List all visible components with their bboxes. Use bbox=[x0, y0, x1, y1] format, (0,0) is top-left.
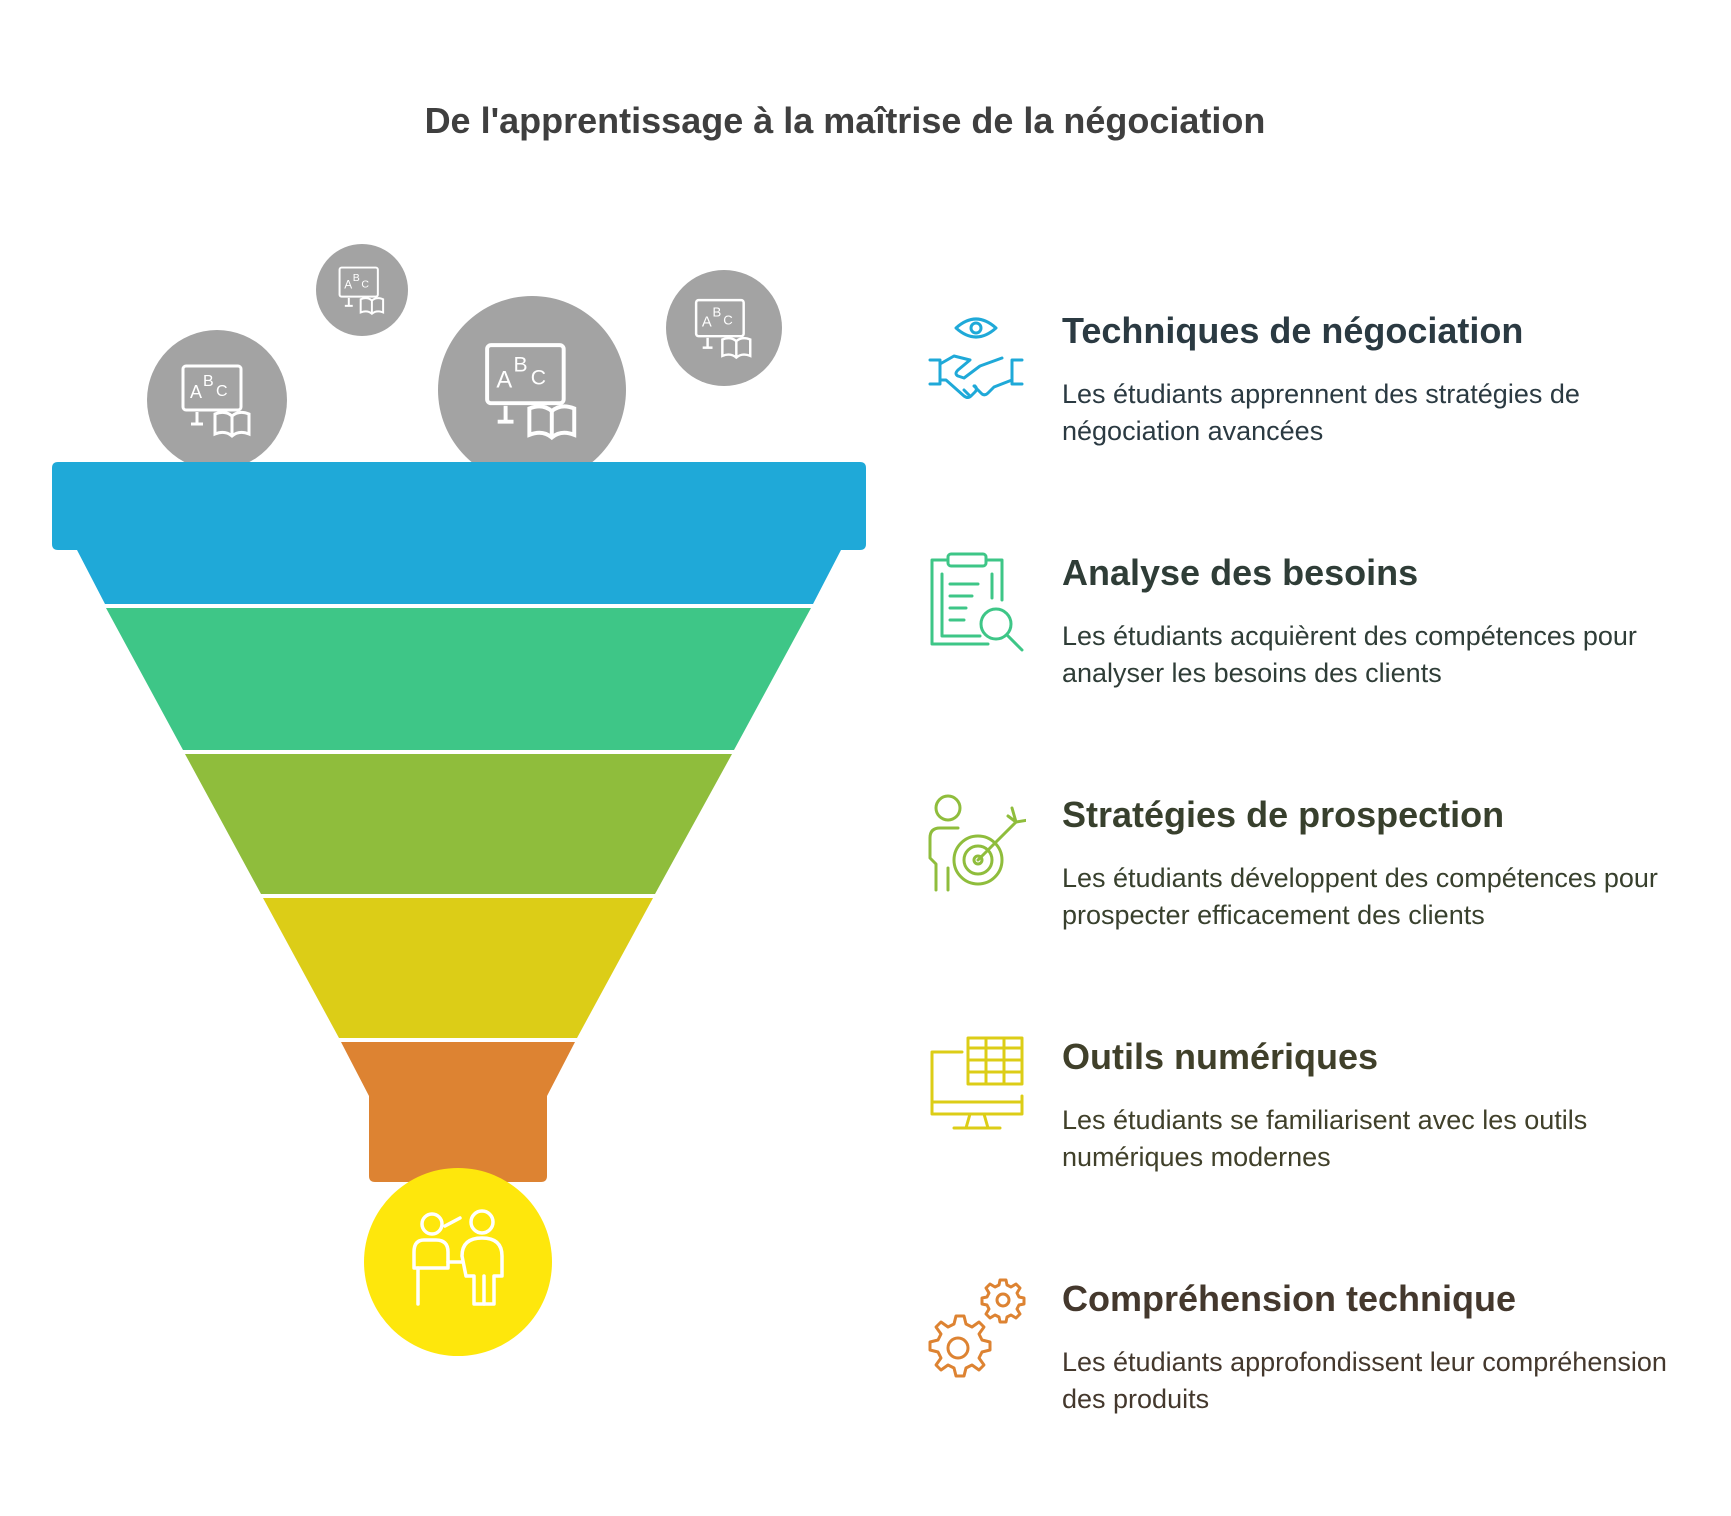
abc-bubble-1: A B C bbox=[147, 330, 287, 470]
svg-text:A: A bbox=[344, 278, 352, 292]
funnel-layer-4 bbox=[263, 898, 653, 1038]
bubble-circle bbox=[666, 270, 782, 386]
step-title: Stratégies de prospection bbox=[1062, 794, 1505, 835]
funnel-graphic: A B C A B C A B C bbox=[52, 244, 866, 1356]
step-description: Les étudiants approfondissent leur compr… bbox=[1062, 1347, 1667, 1414]
svg-text:B: B bbox=[514, 354, 528, 377]
step-title: Compréhension technique bbox=[1062, 1278, 1517, 1319]
abc-learning-board-icon: A B C bbox=[694, 298, 752, 360]
svg-text:C: C bbox=[361, 278, 369, 290]
monitor-spreadsheet-icon bbox=[930, 1036, 1024, 1130]
abc-learning-board-icon: A B C bbox=[485, 343, 577, 441]
funnel-layer-5 bbox=[341, 1042, 575, 1182]
diagram-title: De l'apprentissage à la maîtrise de la n… bbox=[424, 100, 1266, 141]
svg-text:A: A bbox=[190, 382, 202, 402]
bubble-circle bbox=[438, 296, 626, 484]
gears-icon bbox=[928, 1278, 1026, 1378]
person-target-icon bbox=[928, 794, 1026, 892]
abc-bubble-2: A B C bbox=[316, 244, 408, 336]
svg-text:B: B bbox=[203, 373, 214, 390]
svg-text:B: B bbox=[353, 272, 360, 284]
funnel-layer-1 bbox=[52, 462, 866, 604]
step-description: Les étudiants se familiarisent avec les … bbox=[1062, 1105, 1588, 1172]
svg-text:A: A bbox=[496, 366, 512, 393]
bubble-circle bbox=[316, 244, 408, 336]
svg-text:C: C bbox=[216, 383, 228, 400]
svg-text:B: B bbox=[713, 305, 722, 320]
step-title: Analyse des besoins bbox=[1062, 552, 1419, 593]
funnel-layer-2 bbox=[106, 608, 811, 750]
bubble-circle bbox=[147, 330, 287, 470]
svg-text:A: A bbox=[702, 314, 712, 330]
funnel-layer-3 bbox=[185, 754, 732, 894]
abc-bubble-3: A B C bbox=[438, 296, 626, 484]
step-title: Techniques de négociation bbox=[1062, 310, 1524, 351]
step-title: Outils numériques bbox=[1062, 1036, 1379, 1077]
handshake-eye-icon bbox=[928, 317, 1024, 399]
step-description: Les étudiants apprennent des stratégies … bbox=[1062, 379, 1580, 446]
abc-learning-board-icon: A B C bbox=[338, 266, 385, 316]
svg-text:C: C bbox=[723, 313, 732, 328]
clipboard-search-icon bbox=[930, 552, 1024, 652]
step-description: Les étudiants développent des compétence… bbox=[1062, 863, 1658, 930]
abc-learning-board-icon: A B C bbox=[181, 364, 251, 438]
step-description: Les étudiants acquièrent des compétences… bbox=[1062, 621, 1637, 688]
teacher-student-icon bbox=[412, 1209, 504, 1306]
svg-text:C: C bbox=[531, 367, 546, 390]
abc-bubble-4: A B C bbox=[666, 270, 782, 386]
